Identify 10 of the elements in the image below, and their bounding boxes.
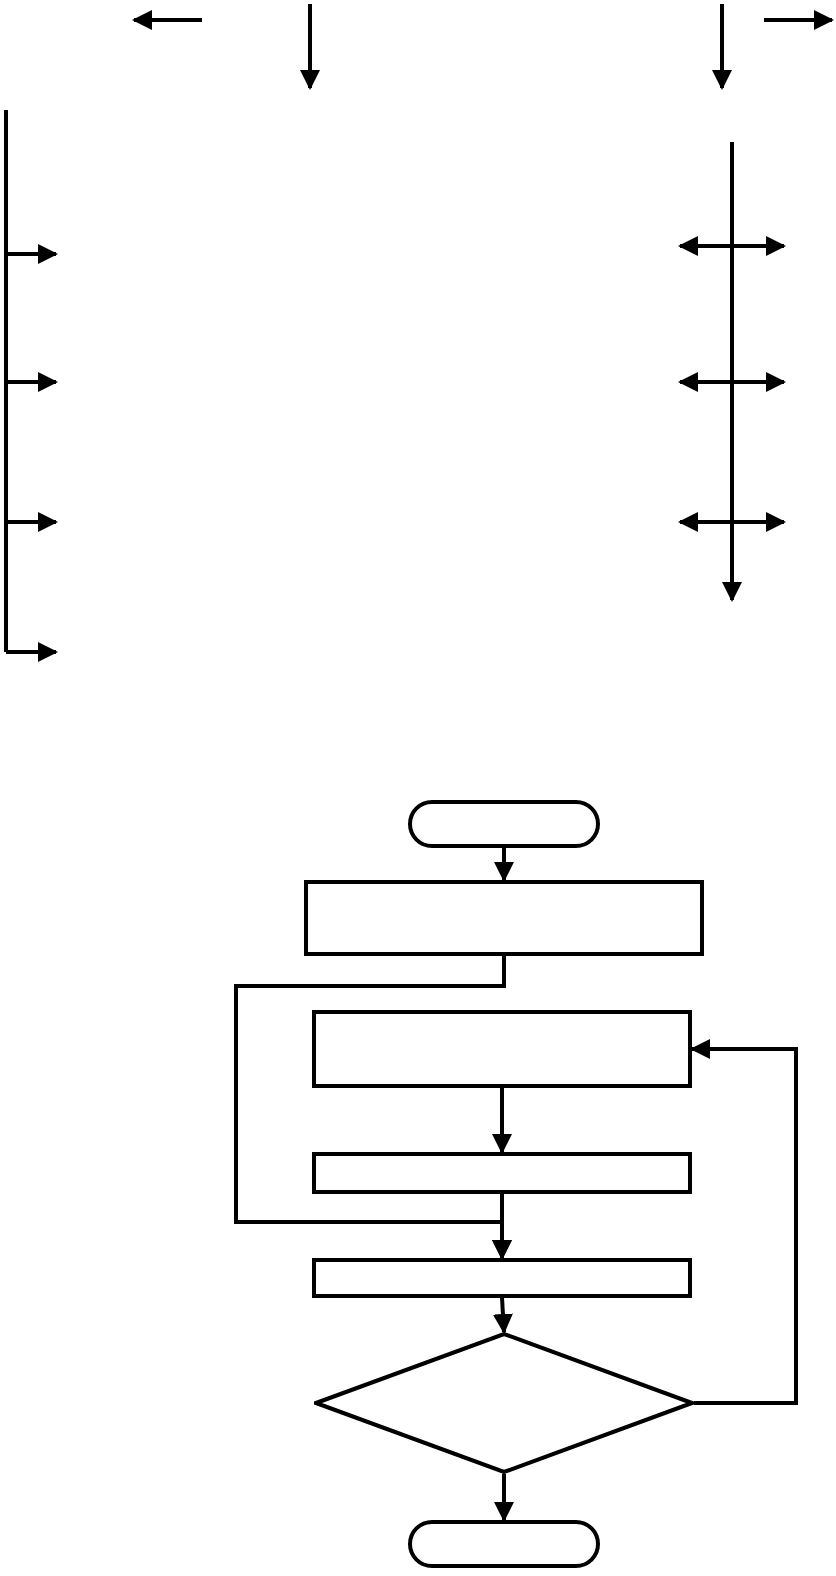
arrow — [494, 848, 514, 882]
arrow — [494, 1474, 514, 1522]
process-box — [312, 1152, 692, 1194]
process-box — [312, 1258, 692, 1298]
process-box — [312, 1010, 692, 1088]
arrow — [492, 1194, 512, 1260]
process-box — [304, 880, 704, 956]
arrow — [492, 1297, 513, 1334]
arrow — [690, 1039, 798, 1405]
arrow — [492, 1088, 512, 1154]
